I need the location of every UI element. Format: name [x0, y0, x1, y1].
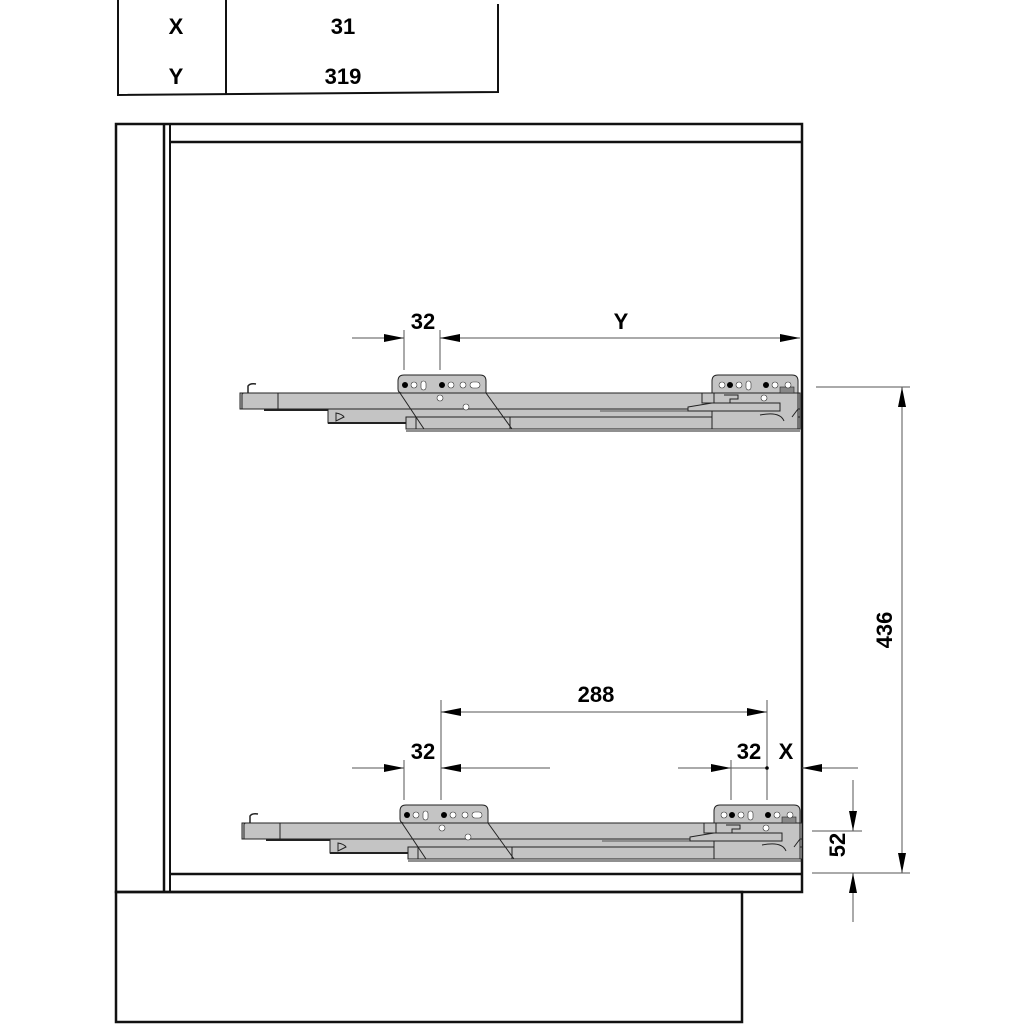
table-value-y: 319	[325, 64, 362, 89]
bottom-dimensions: 32 288 32 X	[352, 682, 858, 800]
top-drawer-slide	[239, 374, 801, 432]
top-hole-spacing-label: 32	[411, 309, 435, 334]
center-distance-label: 288	[578, 682, 615, 707]
top-dimensions: 32 Y	[352, 309, 800, 370]
dimension-table: X 31 Y 319	[117, 0, 499, 97]
rear-offset-x-label: X	[779, 739, 794, 764]
bottom-offset-label: 52	[825, 833, 850, 857]
bottom-drawer-slide	[241, 804, 803, 862]
rear-distance-y-label: Y	[614, 309, 629, 334]
table-value-x: 31	[331, 14, 355, 39]
plinth	[114, 890, 744, 1024]
vertical-spacing-label: 436	[872, 612, 897, 649]
bottom-front-hole-spacing-label: 32	[411, 739, 435, 764]
table-label-y: Y	[169, 64, 184, 89]
bottom-rear-hole-spacing-label: 32	[737, 739, 761, 764]
table-label-x: X	[169, 14, 184, 39]
cabinet	[114, 122, 804, 1024]
vertical-dimensions: 436 52	[812, 386, 910, 922]
